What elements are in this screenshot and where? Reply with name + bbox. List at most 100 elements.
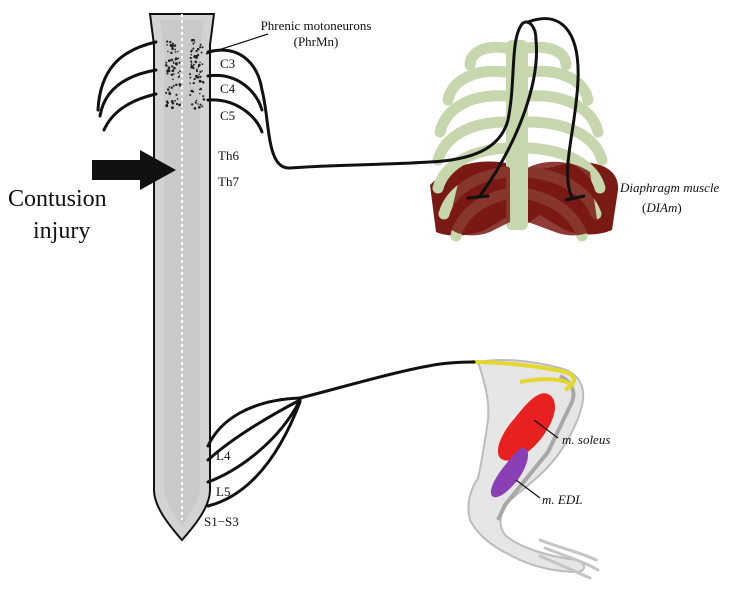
motoneuron-dot [191, 64, 193, 66]
motoneuron-dot [189, 77, 191, 79]
label-phrenic-abbr: (PhrMn) [294, 34, 339, 49]
motoneuron-dot [193, 39, 195, 41]
motoneuron-dot [167, 51, 168, 52]
nerve-l5 [208, 400, 300, 482]
motoneuron-dot [201, 105, 203, 107]
motoneuron-dot [194, 41, 196, 43]
motoneuron-dot [193, 56, 195, 58]
motoneuron-dot [174, 100, 176, 102]
motoneuron-dot [174, 45, 176, 47]
motoneuron-dot [194, 107, 197, 110]
motoneuron-dot [179, 75, 180, 76]
motoneuron-dot [175, 94, 177, 96]
motoneuron-dot [195, 101, 197, 103]
label-injury: injury [33, 218, 90, 244]
motoneuron-dot [199, 46, 201, 48]
motoneuron-dot [202, 46, 204, 48]
motoneuron-dot [199, 80, 202, 83]
motoneuron-dot [171, 65, 173, 67]
label-edl: m. EDL [542, 492, 582, 507]
motoneuron-dot [171, 106, 174, 109]
motoneuron-dot [172, 79, 174, 81]
label-l4: L4 [216, 448, 231, 463]
motoneuron-dot [202, 63, 204, 65]
motoneuron-dot [165, 62, 167, 64]
motoneuron-dot [173, 85, 175, 87]
spinal-cord [150, 14, 214, 540]
nerve-c5-left [104, 94, 156, 130]
diaphragm-abbr-name: DIAm [645, 200, 677, 215]
motoneuron-dot [178, 62, 180, 64]
motoneuron-dot [173, 61, 174, 62]
motoneuron-dot [195, 50, 197, 52]
motoneuron-dot [193, 64, 195, 66]
motoneuron-dot [196, 100, 198, 102]
motoneuron-dot [166, 65, 168, 67]
motoneuron-dot [168, 86, 170, 88]
motoneuron-dot [179, 70, 181, 72]
motoneuron-dot [175, 51, 177, 53]
motoneuron-dot [197, 48, 200, 51]
motoneuron-dot [168, 59, 171, 62]
motoneuron-dot [175, 57, 178, 60]
motoneuron-dot [194, 61, 197, 64]
motoneuron-dot [199, 71, 201, 73]
motoneuron-dot [171, 47, 174, 50]
motoneuron-dot [171, 70, 173, 72]
label-th7: Th7 [218, 174, 239, 189]
motoneuron-dot [178, 72, 180, 74]
motoneuron-dot [199, 62, 200, 63]
diaphragm-terminal-left [468, 196, 488, 198]
motoneuron-dot [174, 49, 176, 51]
motoneuron-dot [189, 83, 191, 85]
label-l5: L5 [216, 484, 230, 499]
hindlimb-illustration [468, 360, 598, 578]
motoneuron-dot [165, 92, 167, 94]
motoneuron-dot [176, 103, 178, 105]
motoneuron-dot [166, 44, 168, 46]
nerve-c4-left [100, 70, 156, 116]
motoneuron-dot [199, 76, 201, 78]
motoneuron-dot [197, 103, 198, 104]
motoneuron-dot [171, 44, 174, 47]
motoneuron-dot [170, 52, 172, 54]
motoneuron-dot [201, 52, 203, 54]
motoneuron-dot [201, 70, 203, 72]
motoneuron-dot [190, 54, 192, 56]
motoneuron-dot [171, 74, 174, 77]
motoneuron-dot [166, 102, 168, 104]
motoneuron-dot [173, 67, 176, 70]
motoneuron-dot [199, 74, 201, 76]
motoneuron-dot [177, 51, 178, 52]
motoneuron-dot [198, 106, 201, 109]
sciatic-nerve-main [300, 362, 474, 398]
motoneuron-dot [175, 62, 178, 65]
motoneuron-dot [190, 90, 193, 93]
label-s1-s3: S1−S3 [204, 514, 239, 529]
label-c3: C3 [220, 56, 235, 71]
motoneuron-dot [166, 40, 168, 42]
label-th6: Th6 [218, 148, 239, 163]
motoneuron-dot [166, 104, 168, 106]
motoneuron-dot [190, 60, 192, 62]
motoneuron-dot [192, 43, 194, 45]
motoneuron-dot [191, 49, 193, 51]
motoneuron-dot [177, 98, 179, 100]
motoneuron-dot [175, 84, 177, 86]
label-phrenic-motoneurons: Phrenic motoneurons [261, 18, 372, 33]
motoneuron-dot [197, 54, 199, 56]
motoneuron-dot [178, 104, 181, 107]
label-c5: C5 [220, 108, 235, 123]
motoneuron-dot [195, 56, 198, 59]
motoneuron-dot [199, 93, 201, 95]
motoneuron-dot [170, 59, 173, 62]
motoneuron-dot [192, 48, 194, 50]
motoneuron-dot [173, 73, 175, 75]
motoneuron-dot [171, 101, 174, 104]
motoneuron-dot [200, 44, 202, 46]
motoneuron-dot [166, 72, 168, 74]
motoneuron-dot [169, 41, 171, 43]
motoneuron-dot [179, 85, 181, 87]
